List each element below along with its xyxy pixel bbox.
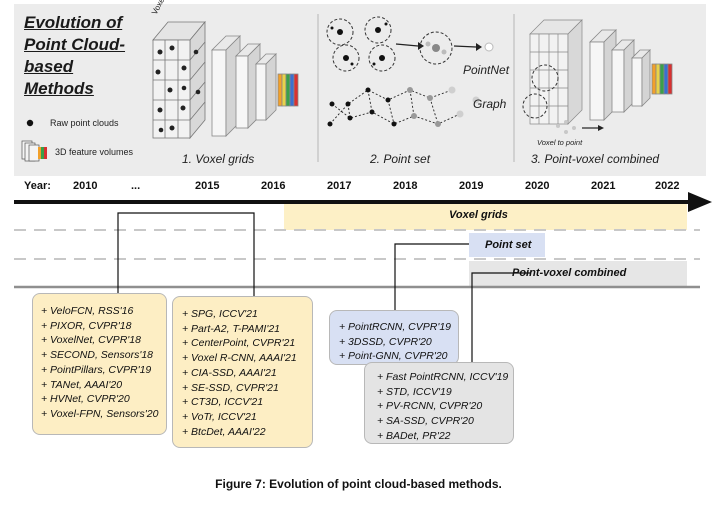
pointnet-label: PointNet	[463, 63, 510, 77]
voxel-to-point-arrow-icon	[598, 125, 604, 131]
title-line-1: Evolution of	[24, 13, 123, 32]
year-tick: ...	[131, 180, 141, 192]
list-item: + 3DSSD, CVPR'20	[339, 335, 432, 348]
band-label-point-voxel: Point-voxel combined	[512, 267, 627, 279]
list-item: + SA-SSD, CVPR'20	[377, 415, 474, 428]
graph-label: Graph	[473, 97, 507, 111]
panel-label-voxel-grids: 1. Voxel grids	[182, 152, 255, 166]
title-line-2: Point Cloud-	[24, 35, 126, 54]
list-item: + HVNet, CVPR'20	[41, 393, 130, 406]
timeline-graphic	[14, 192, 712, 373]
year-tick: 2022	[655, 180, 680, 192]
list-item: + BtcDet, AAAI'22	[182, 425, 266, 438]
title-line-4: Methods	[24, 79, 94, 98]
pointnet-icon	[326, 16, 494, 72]
figure-caption: Figure 7: Evolution of point cloud-based…	[215, 477, 502, 491]
list-item: + CIA-SSD, AAAI'21	[182, 366, 277, 379]
year-tick: 2016	[261, 180, 286, 192]
list-item: + PointRCNN, CVPR'19	[339, 321, 452, 333]
list-item: + SE-SSD, CVPR'21	[182, 381, 279, 394]
list-item: + VeloFCN, RSS'16	[41, 305, 134, 317]
legend-raw-points: Raw point clouds	[50, 118, 119, 128]
voxel-methods-box-a: + VeloFCN, RSS'16 + PIXOR, CVPR'18 + Vox…	[32, 293, 167, 435]
panel-label-point-voxel: 3. Point-voxel combined	[531, 152, 660, 166]
year-tick: 2017	[327, 180, 352, 192]
band-label-point-set: Point set	[485, 239, 532, 251]
year-tick: 2020	[525, 180, 550, 192]
list-item: + VoxelNet, CVPR'18	[41, 334, 141, 347]
point-voxel-methods-box: + Fast PointRCNN, ICCV'19 + STD, ICCV'19…	[364, 362, 514, 444]
year-tick: 2010	[73, 180, 98, 192]
list-item: + Voxel R-CNN, AAAI'21	[182, 352, 297, 365]
timeline-arrow-head-icon	[688, 192, 712, 212]
list-item: + VoTr, ICCV'21	[182, 410, 257, 423]
list-item: + PV-RCNN, CVPR'20	[377, 400, 483, 413]
point-voxel-grid-icon	[529, 19, 583, 125]
diagram-title: Evolution of Point Cloud- based Methods	[24, 12, 125, 100]
list-item: + Voxel-FPN, Sensors'20	[41, 407, 159, 420]
feature-volume-legend-icon	[21, 140, 47, 162]
list-item: + TANet, AAAI'20	[41, 378, 123, 391]
voxel-methods-box-b: + SPG, ICCV'21 + Part-A2, T-PAMI'21 + Ce…	[172, 296, 313, 448]
year-tick: 2019	[459, 180, 484, 192]
panel-label-point-set: 2. Point set	[370, 152, 431, 166]
list-item: + Point-GNN, CVPR'20	[339, 350, 448, 363]
list-item: + STD, ICCV'19	[377, 385, 452, 398]
year-tick: 2021	[591, 180, 616, 192]
list-item: + Fast PointRCNN, ICCV'19	[377, 371, 509, 383]
point-set-band	[469, 233, 545, 257]
list-item: + SECOND, Sensors'18	[41, 349, 154, 362]
title-line-3: based	[24, 57, 74, 76]
list-item: + BADet, PR'22	[377, 429, 451, 442]
list-item: + PointPillars, CVPR'19	[41, 363, 152, 376]
year-tick: 2015	[195, 180, 220, 192]
raw-point-legend-icon	[26, 119, 34, 127]
list-item: + PIXOR, CVPR'18	[41, 319, 132, 332]
list-item: + CT3D, ICCV'21	[182, 396, 264, 409]
cnn-volume-icon	[211, 35, 299, 137]
year-tick: 2018	[393, 180, 418, 192]
year-axis-label: Year:	[24, 180, 51, 192]
list-item: + Part-A2, T-PAMI'21	[182, 322, 281, 335]
list-item: + SPG, ICCV'21	[182, 308, 258, 320]
legend-feature-volumes: 3D feature volumes	[55, 147, 134, 157]
band-label-voxel-grids: Voxel grids	[449, 209, 508, 221]
pv-region-b	[522, 93, 548, 119]
voxel-to-point-label: Voxel to point	[537, 138, 583, 147]
method-illustrations	[21, 14, 673, 162]
voxel-grids-band	[284, 204, 687, 230]
list-item: + CenterPoint, CVPR'21	[182, 337, 296, 350]
point-methods-box: + PointRCNN, CVPR'19 + 3DSSD, CVPR'20 + …	[329, 310, 459, 365]
pv-region-a	[531, 64, 559, 92]
